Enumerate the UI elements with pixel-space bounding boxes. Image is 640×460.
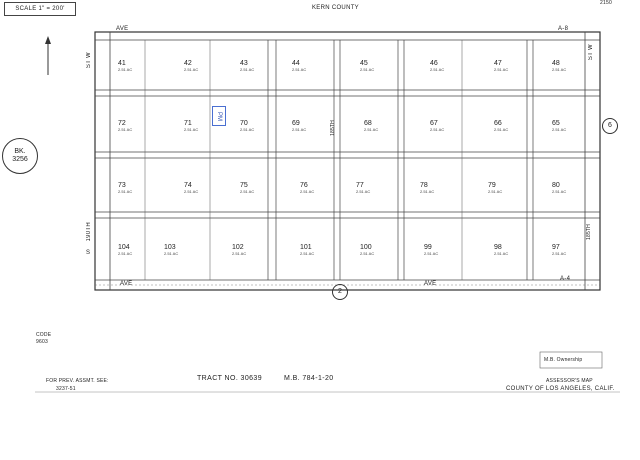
map-book-reference: M.B. 784-1-20	[284, 375, 334, 382]
book-label: BK.	[14, 148, 26, 156]
assessor-map-title: ASSESSOR'S MAP	[546, 378, 593, 384]
code-label: CODE	[36, 332, 52, 338]
previous-assessment-label: FOR PREV. ASSMT. SEE:	[46, 378, 109, 384]
previous-assessment-value: 3237-51	[56, 386, 76, 392]
street-190th-prefix: S	[86, 250, 91, 256]
street-st-w-right: ST W	[588, 44, 594, 61]
street-185th: 185TH	[330, 120, 336, 137]
north-avenue-label: AVE	[116, 26, 129, 32]
south-avenue-label-right: AVE	[424, 281, 437, 287]
street-st-w-left: ST W	[86, 52, 92, 69]
legend-box-text: M.B. Ownership	[544, 357, 583, 363]
code-value: 9603	[36, 339, 48, 345]
pm-tag: PM	[212, 106, 226, 126]
adjoining-sheet-marker-south: 2	[332, 284, 348, 300]
tract-number: TRACT NO. 30639	[197, 375, 263, 382]
north-avenue-code: A-8	[558, 26, 569, 32]
south-avenue-code: A-4	[560, 276, 571, 282]
south-avenue-label-left: AVE	[120, 281, 133, 287]
county-label: KERN COUNTY	[312, 5, 359, 11]
book-number: 3256	[12, 156, 28, 163]
assessor-county: COUNTY OF LOS ANGELES, CALIF.	[506, 386, 615, 392]
book-reference: BK. 3256	[2, 138, 38, 174]
scale-label: SCALE 1" = 200'	[4, 2, 76, 16]
adjoining-sheet-marker: 6	[602, 118, 618, 134]
street-190th: 190TH	[86, 222, 92, 242]
street-185th-east: 185TH	[586, 224, 592, 241]
corner-note: 2150	[600, 0, 612, 6]
